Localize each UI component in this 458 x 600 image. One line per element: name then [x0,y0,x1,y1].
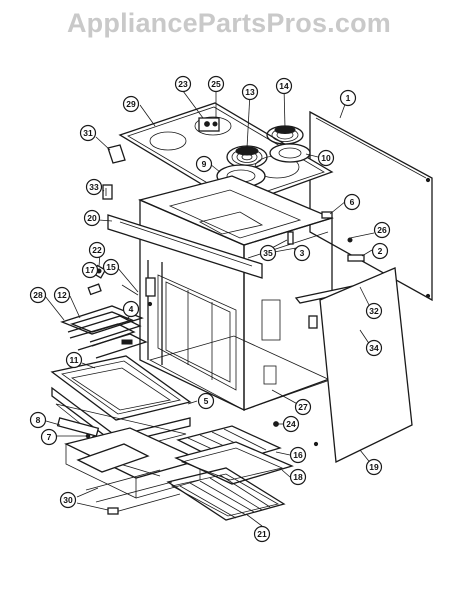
oven-rack [166,467,286,521]
callout-23-label: 23 [178,79,188,89]
callout-32-label: 32 [369,306,379,316]
callout-3: 3 [293,244,311,262]
callout-11: 11 [65,351,83,369]
surface-element-small [266,125,304,145]
callout-33: 33 [85,178,103,196]
callout-24: 24 [282,415,300,433]
callout-33-label: 33 [89,182,99,192]
range-cabinet [138,175,334,412]
callout-25: 25 [207,75,225,93]
callout-7-label: 7 [47,432,52,442]
callout-26-label: 26 [377,225,387,235]
callout-16: 16 [289,446,307,464]
callout-16-label: 16 [293,450,303,460]
callout-12: 12 [53,286,71,304]
callout-22-label: 22 [92,245,102,255]
callout-22: 22 [88,241,106,259]
callout-32: 32 [365,302,383,320]
callout-27: 27 [294,398,312,416]
callout-10: 10 [317,149,335,167]
callout-4-label: 4 [129,304,134,314]
callout-10-label: 10 [321,153,331,163]
watermark-text: AppliancePartsPros.com [66,8,391,38]
callout-2-label: 2 [378,246,383,256]
callout-25-label: 25 [211,79,221,89]
control-panel [107,214,263,279]
drip-bowl-rear [269,143,311,163]
callout-4: 4 [122,300,140,318]
callout-2: 2 [371,242,389,260]
callout-13: 13 [241,83,259,101]
callout-7: 7 [40,428,58,446]
callout-34-label: 34 [369,343,379,353]
cooktop-panel [118,102,334,207]
callout-17-label: 17 [85,265,95,275]
switch-bracket [198,117,220,132]
callout-29-label: 29 [126,99,136,109]
callout-35-label: 35 [263,248,273,258]
callout-27-label: 27 [298,402,308,412]
callout-20: 20 [83,209,101,227]
callout-8-label: 8 [36,415,41,425]
oven-elements [60,305,148,359]
callout-18-label: 18 [293,472,303,482]
callout-1: 1 [339,89,357,107]
callout-14-label: 14 [279,81,289,91]
callout-15-label: 15 [106,262,116,272]
callout-30-label: 30 [63,495,73,505]
callout-26: 26 [373,221,391,239]
callout-15: 15 [102,258,120,276]
callout-5-label: 5 [204,396,209,406]
side-panel [308,267,413,463]
side-trim [102,144,126,200]
callout-31: 31 [79,124,97,142]
callout-18: 18 [289,468,307,486]
callout-13-label: 13 [245,87,255,97]
broiler-pan [174,425,294,485]
callout-17: 17 [81,261,99,279]
drawer-slides [76,443,181,515]
callout-9: 9 [195,155,213,173]
callout-6-label: 6 [350,197,355,207]
callout-20-label: 20 [87,213,97,223]
callout-28: 28 [29,286,47,304]
oven-door [50,355,192,453]
callout-34: 34 [365,339,383,357]
callout-19: 19 [365,458,383,476]
callout-5: 5 [197,392,215,410]
callout-21: 21 [253,525,271,543]
cabinet-hardware [273,211,365,262]
callout-23: 23 [174,75,192,93]
callout-8: 8 [29,411,47,429]
small-parts [87,264,156,307]
callout-31-label: 31 [83,128,93,138]
callout-11-label: 11 [70,355,79,365]
callout-19-label: 19 [369,462,379,472]
callout-6: 6 [343,193,361,211]
callout-21-label: 21 [257,529,267,539]
callout-1-label: 1 [346,93,351,103]
callout-29: 29 [122,95,140,113]
callout-14: 14 [275,77,293,95]
callout-9-label: 9 [202,159,207,169]
callout-30: 30 [59,491,77,509]
callout-24-label: 24 [286,419,296,429]
callout-12-label: 12 [57,290,67,300]
back-panel [309,110,433,302]
callout-35: 35 [259,244,277,262]
callout-3-label: 3 [300,248,305,258]
callout-28-label: 28 [33,290,43,300]
